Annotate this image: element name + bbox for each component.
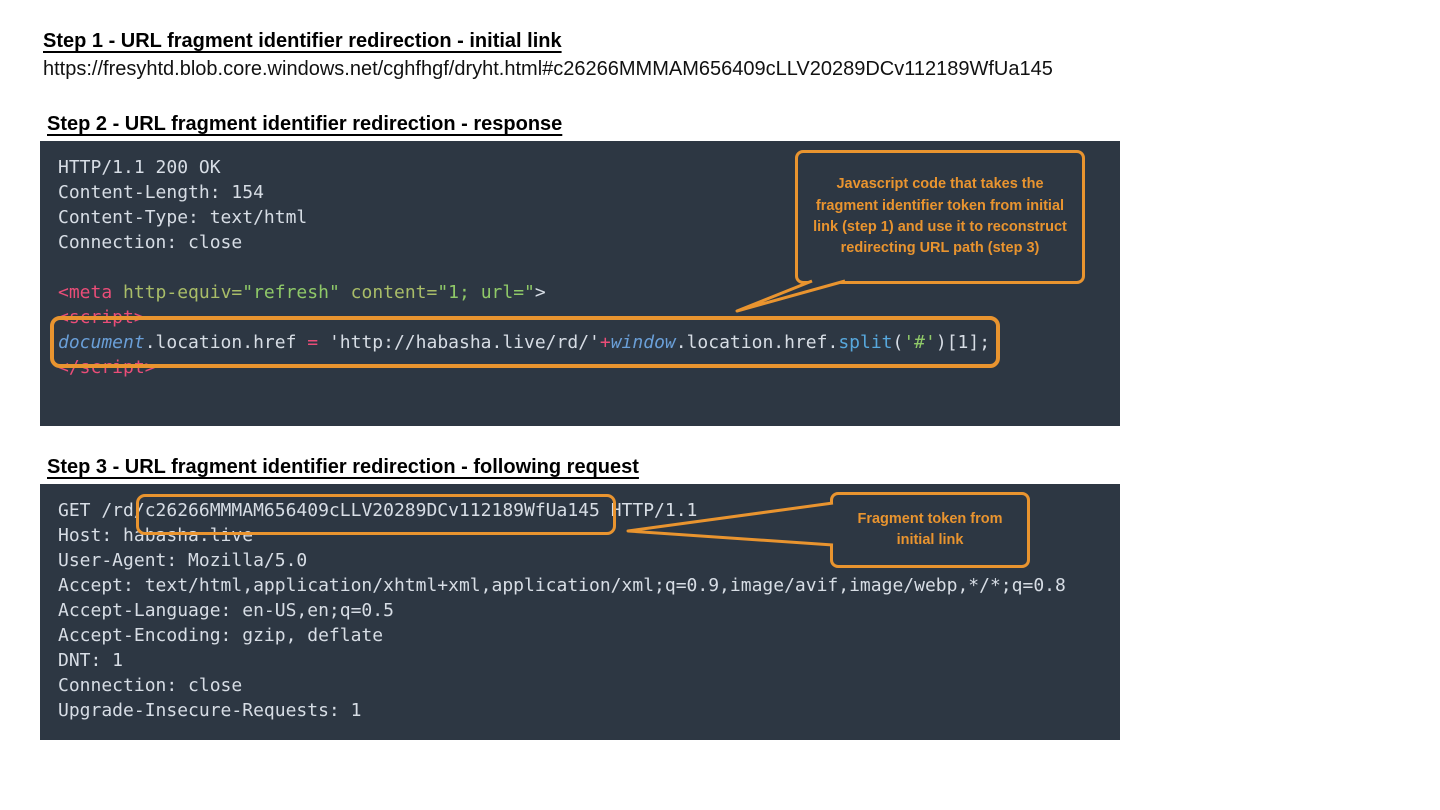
code-line: Accept: text/html,application/xhtml+xml,…	[58, 575, 1066, 596]
code-line: Content-Length: 154	[58, 182, 264, 203]
step1-initial-url: https://fresyhtd.blob.core.windows.net/c…	[43, 58, 1053, 80]
step3-request-codeblock: GET /rd/c26266MMMAM656409cLLV20289DCv112…	[40, 484, 1120, 740]
code-line: <script>	[58, 307, 145, 328]
code-line: DNT: 1	[58, 650, 124, 671]
code-line: Accept-Encoding: gzip, deflate	[58, 625, 384, 646]
code-line: Accept-Language: en-US,en;q=0.5	[58, 600, 394, 621]
code-line: Upgrade-Insecure-Requests: 1	[58, 700, 362, 721]
code-line: HTTP/1.1 200 OK	[58, 157, 221, 178]
step3-callout-text: Fragment token from initial link	[857, 510, 1003, 548]
step2-heading: Step 2 - URL fragment identifier redirec…	[47, 113, 563, 135]
code-line: document.location.href = 'http://habasha…	[58, 332, 991, 353]
code-line: Connection: close	[58, 232, 243, 253]
step1-heading: Step 1 - URL fragment identifier redirec…	[43, 30, 562, 52]
step2-callout-text: Javascript code that takes the fragment …	[813, 176, 1067, 257]
code-line: Host: habasha.live	[58, 525, 254, 546]
code-line: User-Agent: Mozilla/5.0	[58, 550, 308, 571]
code-line: Content-Type: text/html	[58, 207, 308, 228]
code-line: <meta http-equiv="refresh" content="1; u…	[58, 282, 546, 303]
step2-callout: Javascript code that takes the fragment …	[795, 150, 1085, 284]
code-line: </script>	[58, 357, 156, 378]
step3-callout: Fragment token from initial link	[830, 492, 1030, 568]
code-line: Connection: close	[58, 675, 243, 696]
step3-heading: Step 3 - URL fragment identifier redirec…	[47, 456, 639, 478]
